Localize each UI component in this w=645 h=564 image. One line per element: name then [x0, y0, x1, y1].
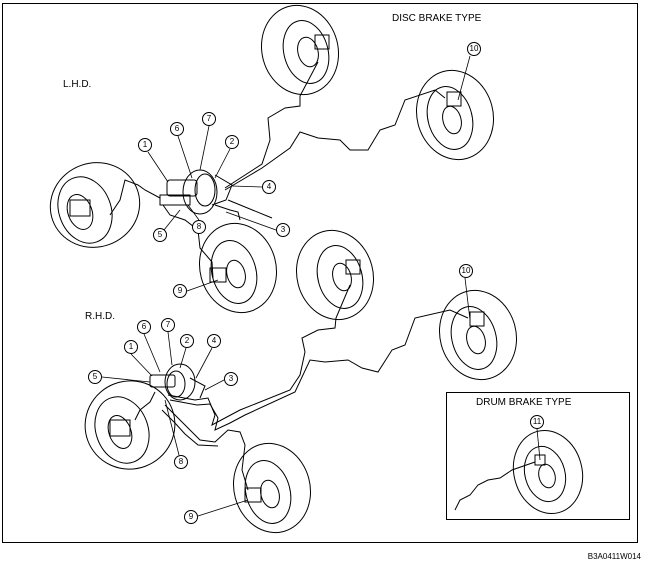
- callout-rhd-10: 10: [459, 264, 473, 278]
- callout-lhd-7: 7: [202, 112, 216, 126]
- brake-line-drum: [454, 461, 536, 511]
- callout-rhd-8: 8: [174, 455, 188, 469]
- callout-rhd-7: 7: [161, 318, 175, 332]
- wheel-rhd-rear-left: [232, 442, 312, 534]
- rhd-label: R.H.D.: [85, 311, 115, 322]
- callout-rhd-2: 2: [180, 334, 194, 348]
- callout-lhd-3: 3: [276, 223, 290, 237]
- wheel-lhd-front-right: [260, 4, 340, 96]
- callout-rhd-9: 9: [184, 510, 198, 524]
- callout-lhd-4: 4: [262, 180, 276, 194]
- brake-lines-rhd: [134, 284, 469, 491]
- wheel-rhd-front-left: [84, 380, 176, 470]
- callout-lhd-1: 1: [138, 138, 152, 152]
- callout-lhd-8: 8: [192, 220, 206, 234]
- master-cylinder-rhd: [149, 363, 206, 401]
- callout-lhd-2: 2: [225, 135, 239, 149]
- callout-rhd-6: 6: [137, 320, 151, 334]
- callout-rhd-4: 4: [207, 334, 221, 348]
- wheel-lhd-front-left: [49, 162, 141, 248]
- figure-reference-code: B3A0411W014: [587, 552, 641, 561]
- wheel-rhd-rear-right: [438, 289, 518, 381]
- callout-lhd-6: 6: [170, 122, 184, 136]
- callout-rhd-5: 5: [88, 370, 102, 384]
- master-cylinder-lhd: [159, 169, 233, 215]
- callout-rhd-1: 1: [124, 340, 138, 354]
- drum-brake-inset: [446, 392, 630, 520]
- callout-lhd-5: 5: [153, 228, 167, 242]
- diagram-frame: [2, 3, 638, 543]
- callout-rhd-3: 3: [224, 372, 238, 386]
- disc-brake-type-label: DISC BRAKE TYPE: [392, 13, 482, 24]
- callout-drum-11: 11: [530, 415, 544, 429]
- lhd-label: L.H.D.: [63, 79, 92, 90]
- callout-lhd-9: 9: [173, 284, 187, 298]
- wheel-rhd-front-right: [295, 229, 375, 321]
- drum-brake-type-label: DRUM BRAKE TYPE: [476, 397, 572, 408]
- brake-lines-lhd: [109, 61, 446, 279]
- callout-lhd-10: 10: [467, 42, 481, 56]
- wheel-lhd-rear-right: [415, 69, 495, 161]
